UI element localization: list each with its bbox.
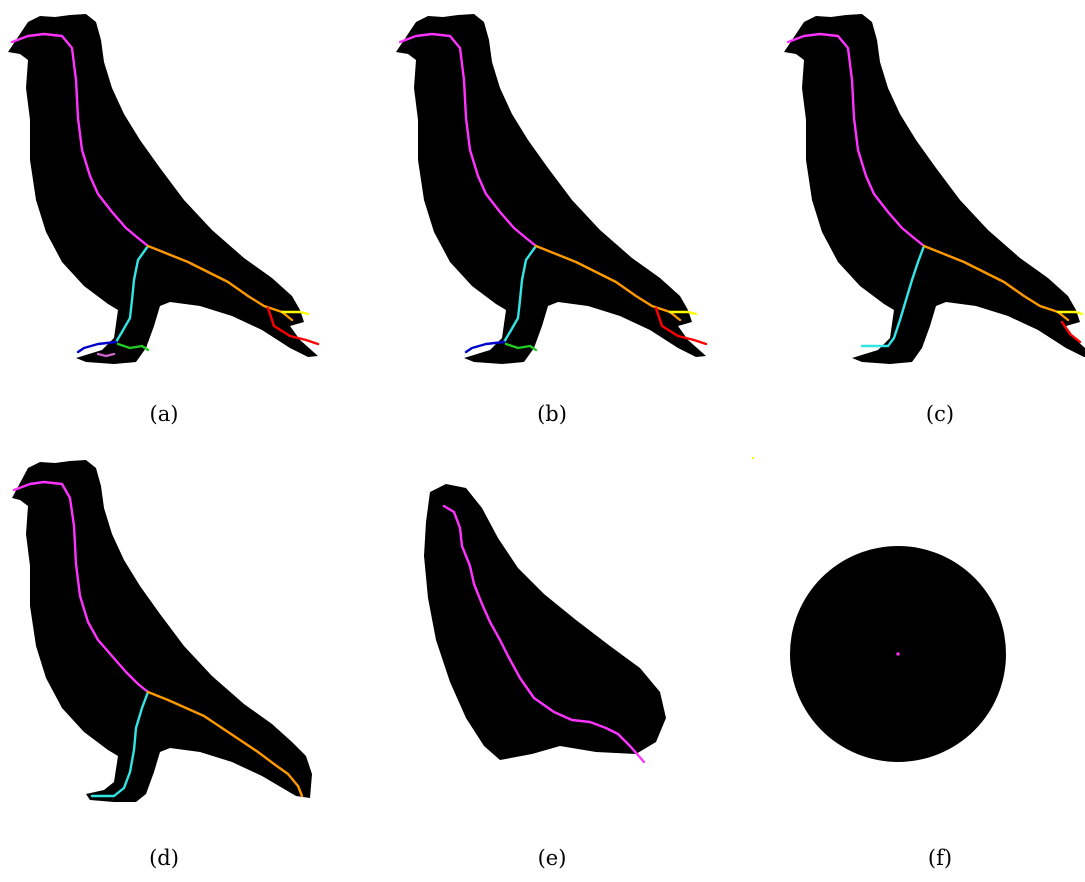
tail-upper-skeleton: [280, 310, 310, 316]
pigeon-body-silhouette: [424, 484, 666, 764]
tail-lower-skeleton: [654, 306, 708, 346]
front-foot-skeleton: [464, 340, 506, 354]
stray-pixel: [752, 457, 754, 459]
spine-skeleton: [786, 32, 926, 248]
spine-skeleton: [12, 480, 150, 694]
panel-b: (b): [388, 10, 728, 426]
panel-e-caption: (e): [537, 846, 567, 870]
spine-skeleton: [398, 32, 538, 248]
panel-c: (c): [776, 10, 1085, 426]
leg-skeleton: [90, 690, 150, 798]
back-foot-skeleton: [504, 342, 538, 352]
pigeon-silhouette-a: [8, 14, 320, 364]
pigeon-silhouette-b: [396, 14, 708, 364]
back-foot-skeleton: [116, 342, 150, 352]
spine-skeleton: [442, 504, 646, 764]
tail-upper-skeleton: [1056, 310, 1084, 316]
tail-lower-skeleton: [266, 306, 320, 346]
leg-skeleton: [502, 244, 538, 344]
panel-c-caption: (c): [925, 402, 955, 426]
leg-skeleton: [860, 244, 926, 348]
front-foot-skeleton: [76, 340, 118, 354]
panel-f: (f): [776, 456, 1085, 870]
tail-upper-skeleton: [668, 310, 698, 316]
spine-skeleton: [10, 32, 150, 248]
pigeon-silhouette-c: [784, 14, 1085, 364]
tail-lower-skeleton: [1060, 320, 1082, 344]
pigeon-silhouette-d: [12, 460, 312, 802]
panel-e: (e): [388, 456, 728, 870]
extra-foot-skeleton: [96, 352, 116, 358]
tail-skeleton: [922, 244, 1070, 322]
panel-d-caption: (d): [149, 846, 179, 870]
tail-skeleton: [146, 690, 304, 798]
panel-a: (a): [0, 10, 340, 426]
panel-b-caption: (b): [537, 402, 567, 426]
panel-f-caption: (f): [927, 846, 953, 870]
center-point: [896, 652, 900, 656]
leg-skeleton: [114, 244, 150, 344]
tail-skeleton: [534, 244, 682, 322]
panel-d: (d): [0, 456, 340, 870]
panel-a-caption: (a): [149, 402, 179, 426]
tail-skeleton: [146, 244, 294, 322]
disc-silhouette: [790, 546, 1006, 762]
